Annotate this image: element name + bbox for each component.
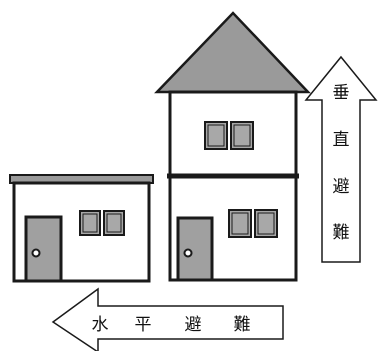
two-story-house	[154, 11, 311, 282]
horizontal-label-char-3: 避	[185, 315, 202, 335]
gable-roof	[154, 11, 311, 94]
horizontal-evacuation-arrow: 水 平 避 難	[51, 287, 284, 351]
horizontal-label-char-4: 難	[234, 315, 251, 335]
two-story-doorknob	[183, 248, 193, 258]
upper-floor-window	[204, 121, 254, 150]
up-arrow-shape	[304, 55, 378, 263]
two-story-door	[176, 216, 214, 282]
vertical-label-char-1: 垂	[333, 83, 350, 103]
single-story-doorknob	[31, 248, 41, 258]
horizontal-label-char-2: 平	[135, 315, 152, 335]
single-story-window	[79, 210, 125, 236]
vertical-evacuation-arrow: 垂 直 避 難	[304, 55, 378, 263]
ground-floor-window	[228, 209, 278, 238]
vertical-label-char-2: 直	[333, 130, 350, 150]
left-arrow-shape	[51, 287, 284, 351]
single-story-door	[24, 215, 63, 283]
vertical-label-char-3: 避	[333, 177, 350, 197]
horizontal-label-char-1: 水	[92, 315, 109, 335]
vertical-label-char-4: 難	[333, 223, 350, 243]
single-story-house	[9, 174, 154, 283]
